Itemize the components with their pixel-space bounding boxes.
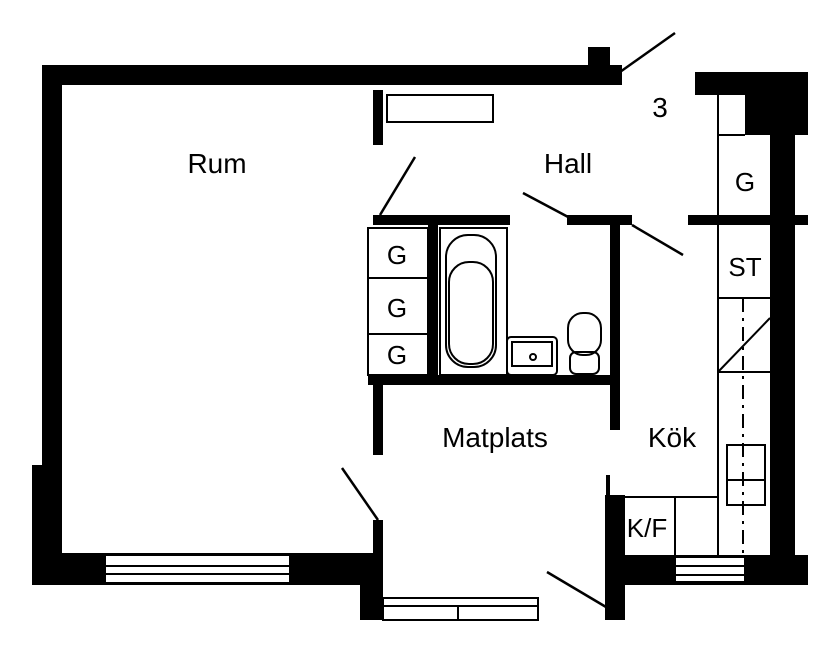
- storage-label: G: [387, 240, 407, 270]
- doors: [340, 31, 684, 609]
- storage-label: G: [387, 340, 407, 370]
- walls: [32, 47, 808, 620]
- room-label-kok: Kök: [648, 422, 697, 453]
- room-label-hall: Hall: [544, 148, 592, 179]
- windows: [104, 94, 746, 621]
- room-label-rum: Rum: [187, 148, 246, 179]
- fridge-freezer-label: K/F: [627, 513, 667, 543]
- storage-label: G: [735, 167, 755, 197]
- fixtures: [367, 95, 771, 555]
- unit-number: 3: [652, 92, 668, 123]
- room-label-matplats: Matplats: [442, 422, 548, 453]
- cabinet-label-st: ST: [728, 252, 761, 282]
- labels: Rum Hall 3 Matplats Kök G G G G ST K/F: [187, 92, 761, 543]
- storage-label: G: [387, 293, 407, 323]
